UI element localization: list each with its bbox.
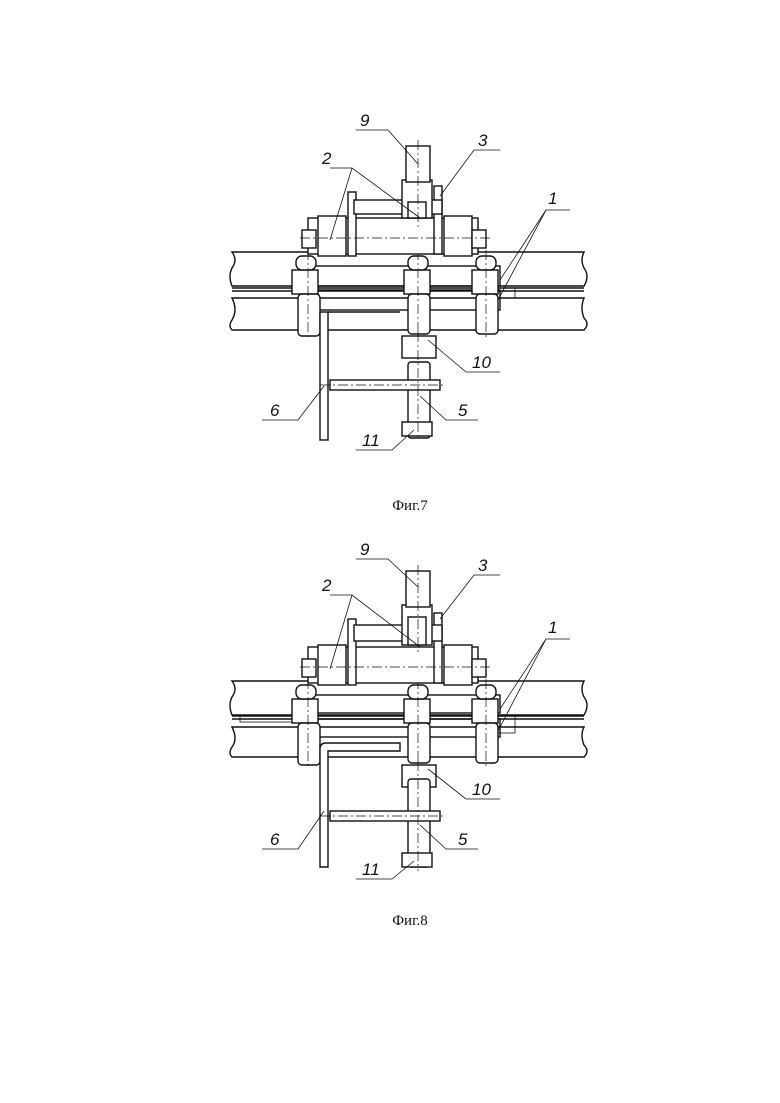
label-3: 3	[478, 556, 488, 575]
link-assembly-lower	[320, 332, 446, 440]
label-1: 1	[548, 618, 557, 637]
label-3: 3	[478, 131, 488, 150]
plate-upper-section	[300, 266, 500, 286]
caption-figure-7: Фиг.7	[0, 498, 780, 515]
label-11: 11	[362, 860, 380, 879]
label-6: 6	[270, 830, 280, 849]
bolt-left	[292, 250, 320, 340]
label-10: 10	[472, 353, 491, 372]
plate-lower-section	[300, 290, 500, 310]
bracket-6	[320, 312, 400, 440]
label-5: 5	[458, 830, 468, 849]
bolt-left	[292, 679, 320, 769]
label-11: 11	[362, 431, 380, 450]
link-assembly-lower	[320, 761, 446, 871]
label-10: 10	[472, 780, 491, 799]
label-2: 2	[321, 576, 332, 595]
label-9: 9	[360, 540, 370, 559]
label-6: 6	[270, 401, 280, 420]
bolt-middle	[404, 679, 430, 769]
label-2: 2	[321, 149, 332, 168]
label-5: 5	[458, 401, 468, 420]
figure-7-drawing: 9 2 3 1 10 5 6 11	[0, 100, 780, 470]
bracket-6	[320, 743, 400, 867]
figure-8: 9 2 3 1 10 5 6 11	[0, 555, 780, 895]
caption-figure-8: Фиг.8	[0, 913, 780, 930]
plate-lower-section	[300, 719, 500, 737]
label-9: 9	[360, 111, 370, 130]
figure-8-drawing: 9 2 3 1 10 5 6 11	[0, 555, 780, 895]
bolt-right	[472, 679, 498, 769]
plate-upper-section	[300, 695, 500, 713]
bolt-middle	[404, 250, 430, 340]
figure-7: 9 2 3 1 10 5 6 11	[0, 100, 780, 470]
bolt-right	[472, 250, 498, 340]
label-1: 1	[548, 189, 557, 208]
